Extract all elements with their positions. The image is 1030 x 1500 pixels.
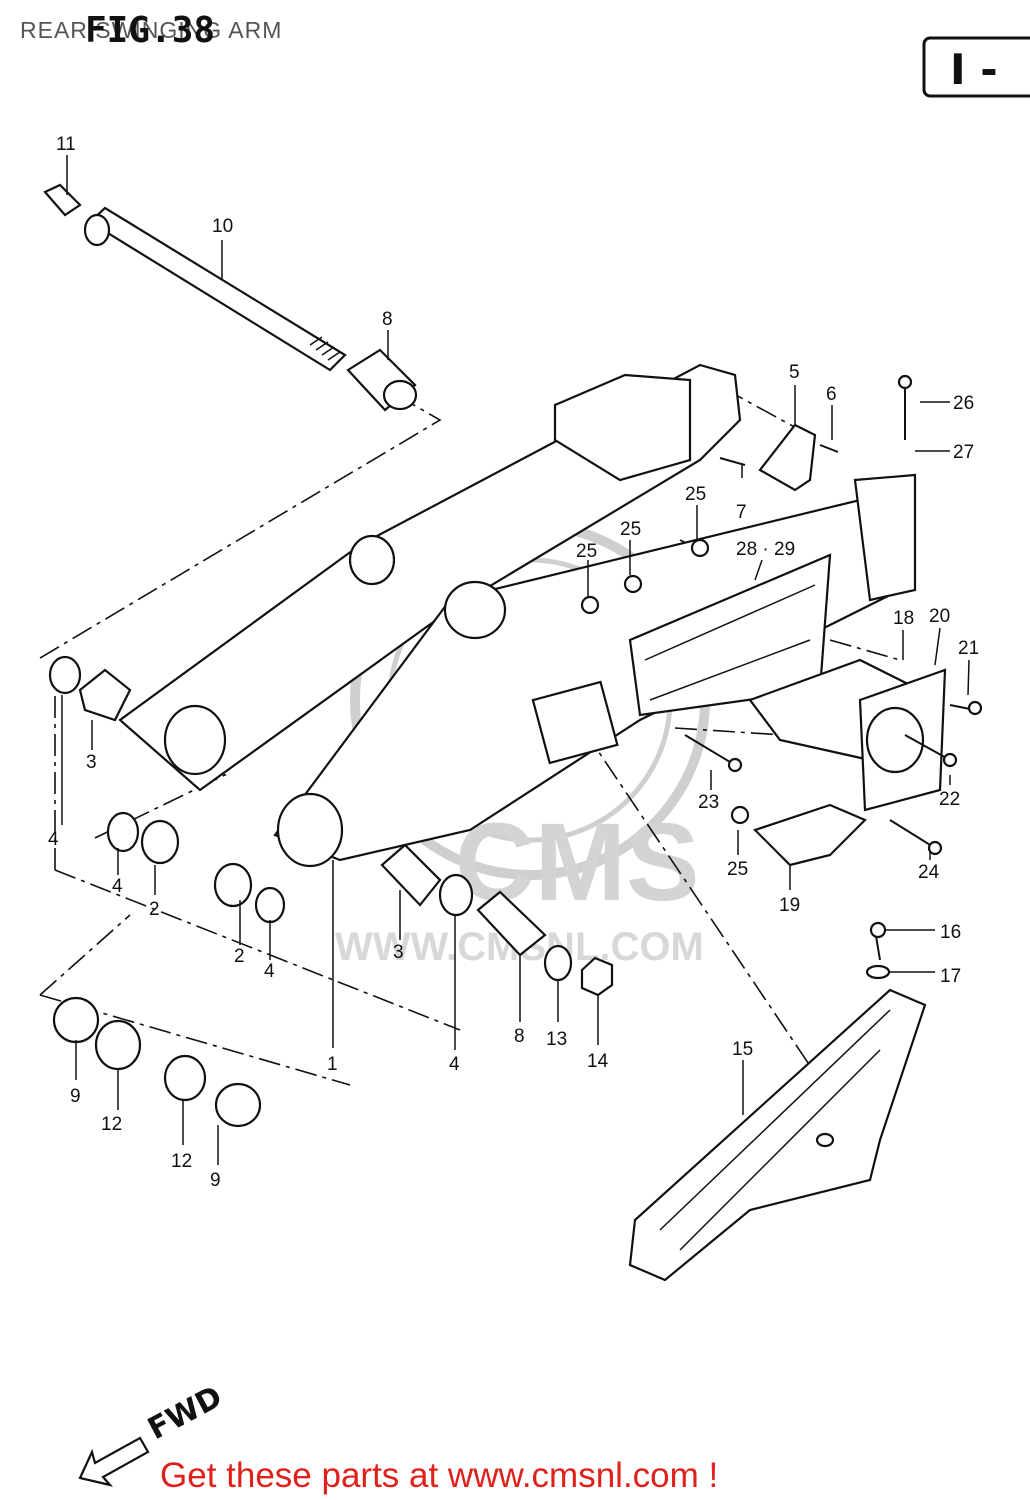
callout-25-a: 25	[685, 484, 706, 505]
chain-guide-19	[752, 803, 867, 867]
callout-22: 22	[939, 789, 960, 810]
corner-box: I -	[922, 36, 1030, 98]
collar-top	[346, 348, 418, 412]
callout-4-mid: 4	[112, 876, 123, 897]
callout-12-left: 12	[101, 1114, 122, 1135]
callout-20: 20	[929, 606, 950, 627]
chain-case	[628, 988, 927, 1282]
callout-25-b: 25	[620, 519, 641, 540]
callout-2-center: 2	[234, 946, 245, 967]
callout-14: 14	[587, 1051, 609, 1072]
callout-6: 6	[826, 384, 837, 405]
callout-11: 11	[56, 134, 76, 155]
callout-16: 16	[940, 922, 961, 943]
fig-label: FIG.38	[85, 10, 215, 51]
callout-10: 10	[212, 216, 233, 237]
pivot-cap	[43, 183, 82, 217]
bearings-left	[48, 655, 286, 1128]
callout-12-right: 12	[171, 1151, 192, 1172]
callout-23: 23	[698, 792, 719, 813]
cmsnl-watermark: CMS WWW.CMSNL.COM	[335, 520, 710, 969]
callout-25-d: 25	[727, 859, 748, 880]
callout-8-bottom: 8	[514, 1026, 525, 1047]
bolts	[580, 374, 983, 980]
page-title: REAR SWINGING ARM	[20, 17, 282, 43]
footer-cta[interactable]: Get these parts at www.cmsnl.com !	[160, 1456, 718, 1495]
callout-26: 26	[953, 393, 974, 414]
callout-4-left: 4	[48, 829, 59, 850]
fwd-label: FWD	[142, 1379, 228, 1447]
callout-3-left: 3	[86, 752, 97, 773]
callout-21: 21	[958, 638, 979, 659]
callout-15: 15	[732, 1039, 753, 1060]
callout-4-right: 4	[449, 1054, 460, 1075]
callouts: 11 10 8 5 6 26 27 7 25 25 25 28 · 29 18 …	[48, 134, 979, 1191]
callout-24: 24	[918, 862, 940, 883]
callout-2-left: 2	[149, 899, 160, 920]
callout-5: 5	[789, 362, 800, 383]
leader-lines	[61, 155, 970, 1165]
plate-5	[758, 423, 817, 492]
callout-9-left: 9	[70, 1086, 81, 1107]
callout-27: 27	[953, 442, 974, 463]
callout-8-top: 8	[382, 309, 393, 330]
swing-arm	[118, 363, 947, 868]
callout-19: 19	[779, 895, 800, 916]
callout-18: 18	[893, 608, 914, 629]
bearings-right	[380, 843, 614, 997]
pivot-shaft	[83, 206, 347, 372]
callout-4-center: 4	[264, 961, 275, 982]
callout-9-right: 9	[210, 1170, 221, 1191]
callout-7: 7	[736, 502, 747, 523]
callout-25-c: 25	[576, 541, 597, 562]
callout-17: 17	[940, 966, 961, 987]
callout-13: 13	[546, 1029, 567, 1050]
corner-box-label: I -	[950, 45, 998, 94]
callout-28-29: 28 · 29	[736, 539, 795, 560]
callout-1: 1	[327, 1054, 338, 1075]
callout-3-right: 3	[393, 942, 404, 963]
